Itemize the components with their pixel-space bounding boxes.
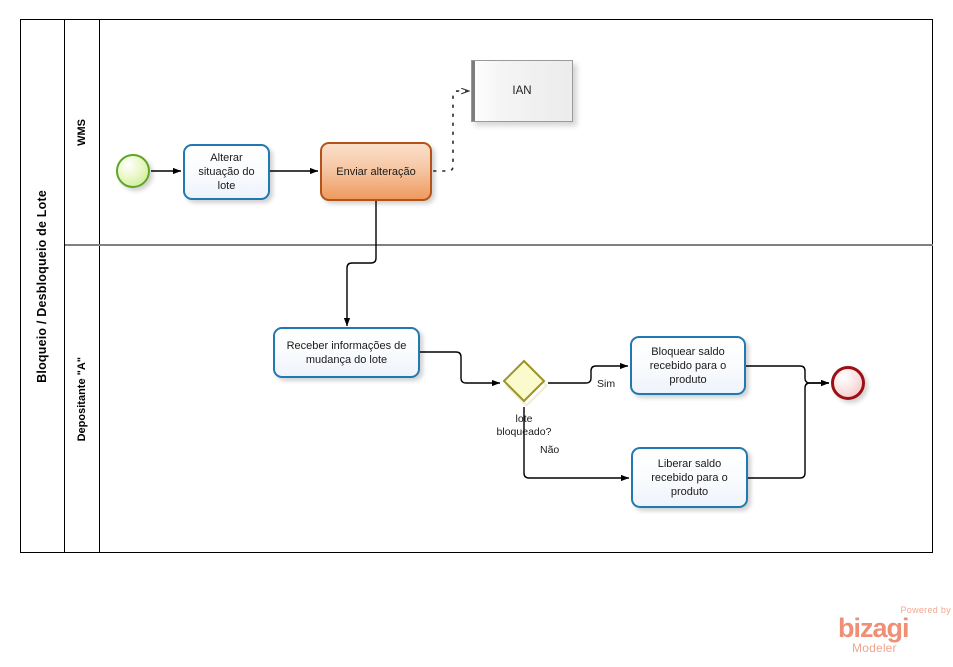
logo-wordmark: bizagi	[838, 613, 910, 643]
blackbox-pool-ian-label: IAN	[512, 85, 532, 97]
task-receber-informacoes[interactable]: Receber informações de mudança do lote	[273, 327, 420, 378]
logo-edition-text: Modeler	[852, 641, 897, 655]
flow-label-nao: Não	[540, 444, 560, 456]
gateway-lote-bloqueado[interactable]	[498, 357, 550, 409]
lane-label-depositante: Depositante "A"	[65, 246, 100, 553]
task-liberar-saldo[interactable]: Liberar saldo recebido para o produto	[631, 447, 748, 508]
flow-receber-to-gateway	[420, 351, 501, 387]
lane-label-wms: WMS	[65, 19, 100, 245]
pool-frame	[20, 19, 933, 553]
logo-powered-by-text: Powered by	[900, 605, 951, 615]
gateway-diamond	[502, 359, 546, 403]
task-bloquear-saldo[interactable]: Bloquear saldo recebido para o produto	[630, 336, 746, 395]
blackbox-pool-ian[interactable]: IAN	[471, 60, 573, 122]
gateway-label: lote bloqueado?	[466, 413, 582, 439]
flow-label-sim: Sim	[597, 378, 616, 390]
end-event[interactable]	[831, 366, 865, 400]
pool-title-column: Bloqueio / Desbloqueio de Lote	[20, 19, 65, 553]
flow-enviar-to-receber	[343, 201, 377, 327]
start-event[interactable]	[116, 154, 150, 188]
flow-gateway-to-bloquear	[548, 362, 629, 384]
lane-divider	[65, 244, 933, 246]
task-alterar-situacao[interactable]: Alterar situação do lote	[183, 144, 270, 200]
flow-gateway-to-liberar	[523, 407, 630, 482]
gateway-label-line1: lote	[515, 413, 533, 425]
flow-liberar-to-end	[748, 379, 830, 479]
bizagi-logo: Powered by bizagi Modeler	[838, 605, 953, 657]
gateway-label-line2: bloqueado?	[496, 426, 552, 438]
blackbox-left-strip	[472, 61, 475, 121]
task-enviar-alteracao[interactable]: Enviar alteração	[320, 142, 432, 201]
flow-bloquear-to-end	[746, 365, 830, 387]
message-flow-enviar-to-ian	[433, 91, 469, 172]
